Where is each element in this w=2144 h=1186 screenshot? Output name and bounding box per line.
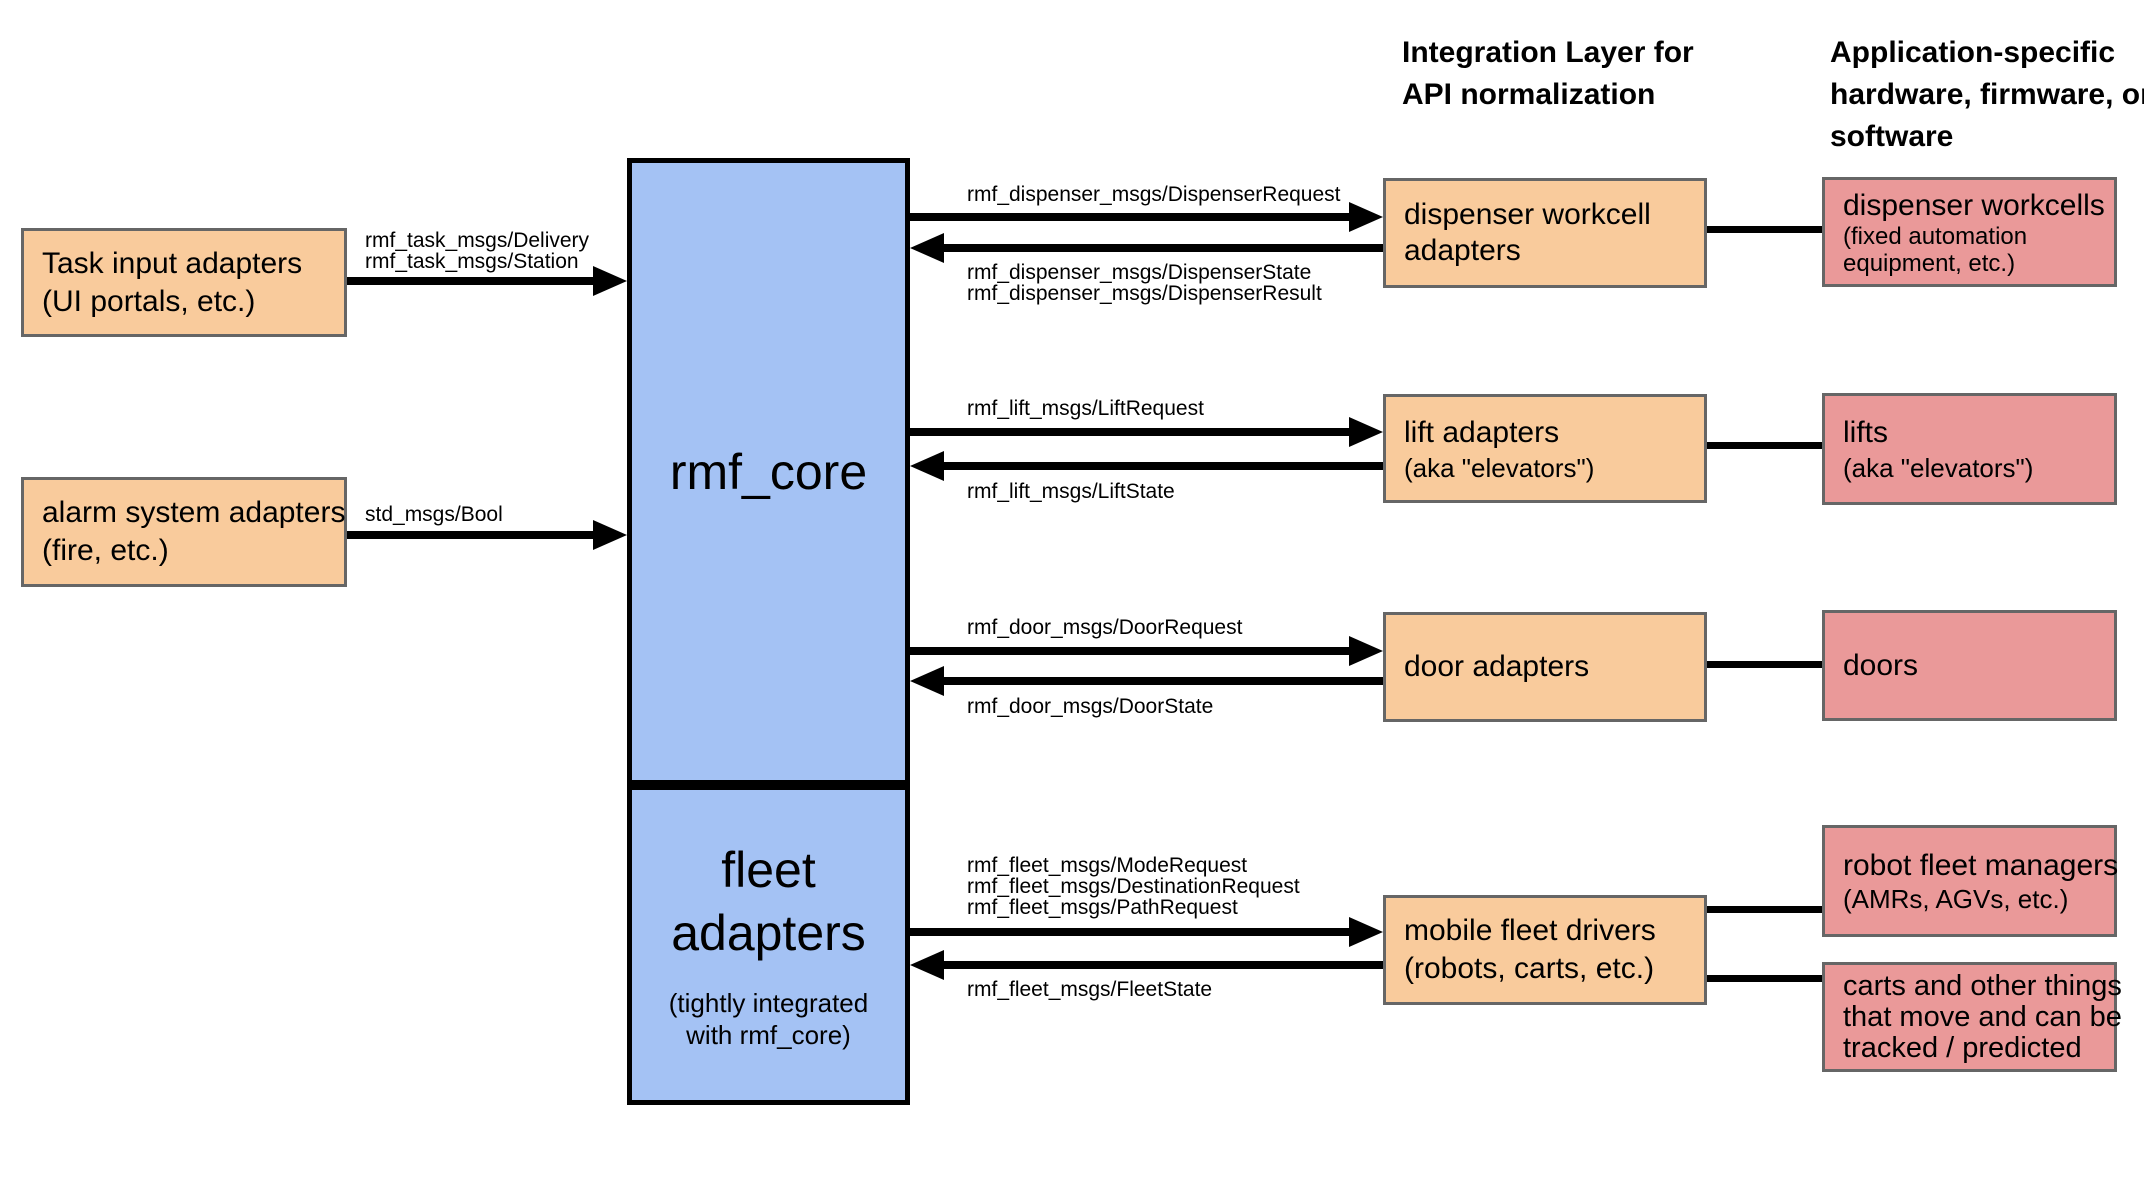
arrow-core-to-lift-head (1349, 417, 1383, 447)
box-mobile-fleet-drivers: mobile fleet drivers (robots, carts, etc… (1383, 895, 1707, 1005)
label-door-state: rmf_door_msgs/DoorState (967, 695, 1214, 718)
mobile-fleet-drivers-title: mobile fleet drivers (1404, 914, 1656, 947)
arrow-core-to-door-shaft (910, 647, 1351, 655)
carts-line1: carts and other things (1843, 969, 2122, 1002)
dispenser-workcells-subtitle-line1: (fixed automation (1843, 222, 2028, 250)
doors-title: doors (1843, 648, 1919, 682)
box-carts: carts and other things that move and can… (1822, 962, 2122, 1072)
label-door-request: rmf_door_msgs/DoorRequest (967, 616, 1243, 639)
arrow-alarm-to-core-shaft (347, 531, 595, 539)
label-dispenser-state: rmf_dispenser_msgs/DispenserState (967, 261, 1312, 284)
arrow-lift-to-core-shaft (942, 462, 1383, 470)
fleet-adapters-title-line2: adapters (671, 905, 866, 961)
arrow-dispenser-to-core-shaft (942, 244, 1383, 252)
arrow-drivers-to-fleet-head (910, 950, 944, 980)
box-dispenser-workcells: dispenser workcells (fixed automation eq… (1822, 177, 2117, 287)
arrow-core-to-dispenser-head (1349, 202, 1383, 232)
alarm-system-adapters-subtitle: (fire, etc.) (42, 534, 169, 567)
box-lifts: lifts (aka "elevators") (1822, 393, 2117, 505)
alarm-system-adapters-title: alarm system adapters (42, 496, 346, 529)
label-fleet-path-request: rmf_fleet_msgs/PathRequest (967, 896, 1238, 919)
fleet-adapters-title-line1: fleet (721, 842, 816, 898)
box-robot-fleet-managers: robot fleet managers (AMRs, AGVs, etc.) (1822, 825, 2119, 937)
box-lift-adapters: lift adapters (aka "elevators") (1383, 394, 1707, 503)
arrow-door-to-core-head (910, 666, 944, 696)
header-application-specific: Application-specific hardware, firmware,… (1830, 32, 2144, 158)
box-dispenser-workcell-adapters: dispenser workcell adapters (1383, 178, 1707, 288)
dispenser-workcell-adapters-line2: adapters (1404, 234, 1521, 267)
arrow-lift-to-core-head (910, 451, 944, 481)
label-lift-state: rmf_lift_msgs/LiftState (967, 480, 1175, 503)
arrow-drivers-to-fleet-shaft (942, 961, 1383, 969)
lift-adapters-subtitle: (aka "elevators") (1404, 452, 1595, 483)
label-dispenser-request: rmf_dispenser_msgs/DispenserRequest (967, 183, 1341, 206)
label-task-delivery: rmf_task_msgs/Delivery (365, 229, 590, 252)
arrow-dispenser-to-core-head (910, 233, 944, 263)
fleet-adapters-note: (tightly integrated with rmf_core) (669, 987, 868, 1051)
header-integration-layer: Integration Layer for API normalization (1402, 32, 1694, 116)
connector-lift-adapters-to-lifts (1707, 442, 1822, 449)
carts-line3: tracked / predicted (1843, 1031, 2082, 1064)
dispenser-workcell-adapters-line1: dispenser workcell (1404, 198, 1651, 231)
box-doors: doors (1822, 610, 2117, 721)
label-alarm-bool: std_msgs/Bool (365, 503, 503, 526)
label-fleet-mode-request: rmf_fleet_msgs/ModeRequest (967, 854, 1248, 877)
fleet-adapters-note-line1: (tightly integrated (668, 988, 869, 1018)
rmf-core-title: rmf_core (669, 443, 868, 500)
connector-drivers-to-carts (1707, 975, 1822, 982)
box-rmf-core: rmf_core (627, 158, 910, 785)
header-application-specific-line3: software (1830, 120, 1954, 153)
carts-line2: that move and can be (1843, 1000, 2122, 1033)
arrow-fleet-to-drivers-shaft (910, 928, 1351, 936)
header-integration-layer-line1: Integration Layer for (1402, 36, 1694, 69)
robot-fleet-managers-subtitle: (AMRs, AGVs, etc.) (1843, 884, 2069, 914)
box-alarm-system-adapters: alarm system adapters (fire, etc.) (21, 477, 347, 587)
header-integration-layer-line2: API normalization (1402, 78, 1656, 111)
header-application-specific-line2: hardware, firmware, or (1830, 78, 2144, 111)
arrow-core-to-lift-shaft (910, 428, 1351, 436)
lifts-subtitle: (aka "elevators") (1843, 453, 2034, 483)
label-dispenser-result: rmf_dispenser_msgs/DispenserResult (967, 282, 1322, 305)
label-fleet-destination-request: rmf_fleet_msgs/DestinationRequest (967, 875, 1300, 898)
arrow-fleet-to-drivers-head (1349, 917, 1383, 947)
arrow-alarm-to-core-head (593, 520, 627, 550)
task-input-adapters-title: Task input adapters (42, 246, 303, 280)
task-input-adapters-subtitle: (UI portals, etc.) (42, 284, 256, 318)
connector-dispenser-adapters-to-workcells (1707, 226, 1822, 233)
mobile-fleet-drivers-subtitle: (robots, carts, etc.) (1404, 952, 1655, 985)
lifts-title: lifts (1843, 416, 1888, 449)
box-door-adapters: door adapters (1383, 612, 1707, 722)
label-task-station: rmf_task_msgs/Station (365, 250, 579, 273)
dispenser-workcells-subtitle-line2: equipment, etc.) (1843, 249, 2016, 277)
header-application-specific-line1: Application-specific (1830, 36, 2116, 69)
connector-door-adapters-to-doors (1707, 661, 1822, 668)
dispenser-workcells-title: dispenser workcells (1843, 188, 2105, 222)
arrow-task-to-core-shaft (347, 277, 595, 285)
arrow-core-to-door-head (1349, 636, 1383, 666)
arrow-core-to-dispenser-shaft (910, 213, 1351, 221)
arrow-task-to-core-head (593, 266, 627, 296)
robot-fleet-managers-title: robot fleet managers (1843, 849, 2119, 882)
door-adapters-title: door adapters (1404, 650, 1590, 683)
arrow-door-to-core-shaft (942, 677, 1383, 685)
label-lift-request: rmf_lift_msgs/LiftRequest (967, 397, 1204, 420)
connector-drivers-to-fleet-managers (1707, 906, 1822, 913)
fleet-adapters-note-line2: with rmf_core) (686, 1020, 851, 1050)
box-fleet-adapters: fleet adapters (tightly integrated with … (627, 785, 910, 1105)
label-fleet-state: rmf_fleet_msgs/FleetState (967, 978, 1213, 1001)
lift-adapters-title: lift adapters (1404, 415, 1560, 449)
box-task-input-adapters: Task input adapters (UI portals, etc.) (21, 228, 347, 337)
